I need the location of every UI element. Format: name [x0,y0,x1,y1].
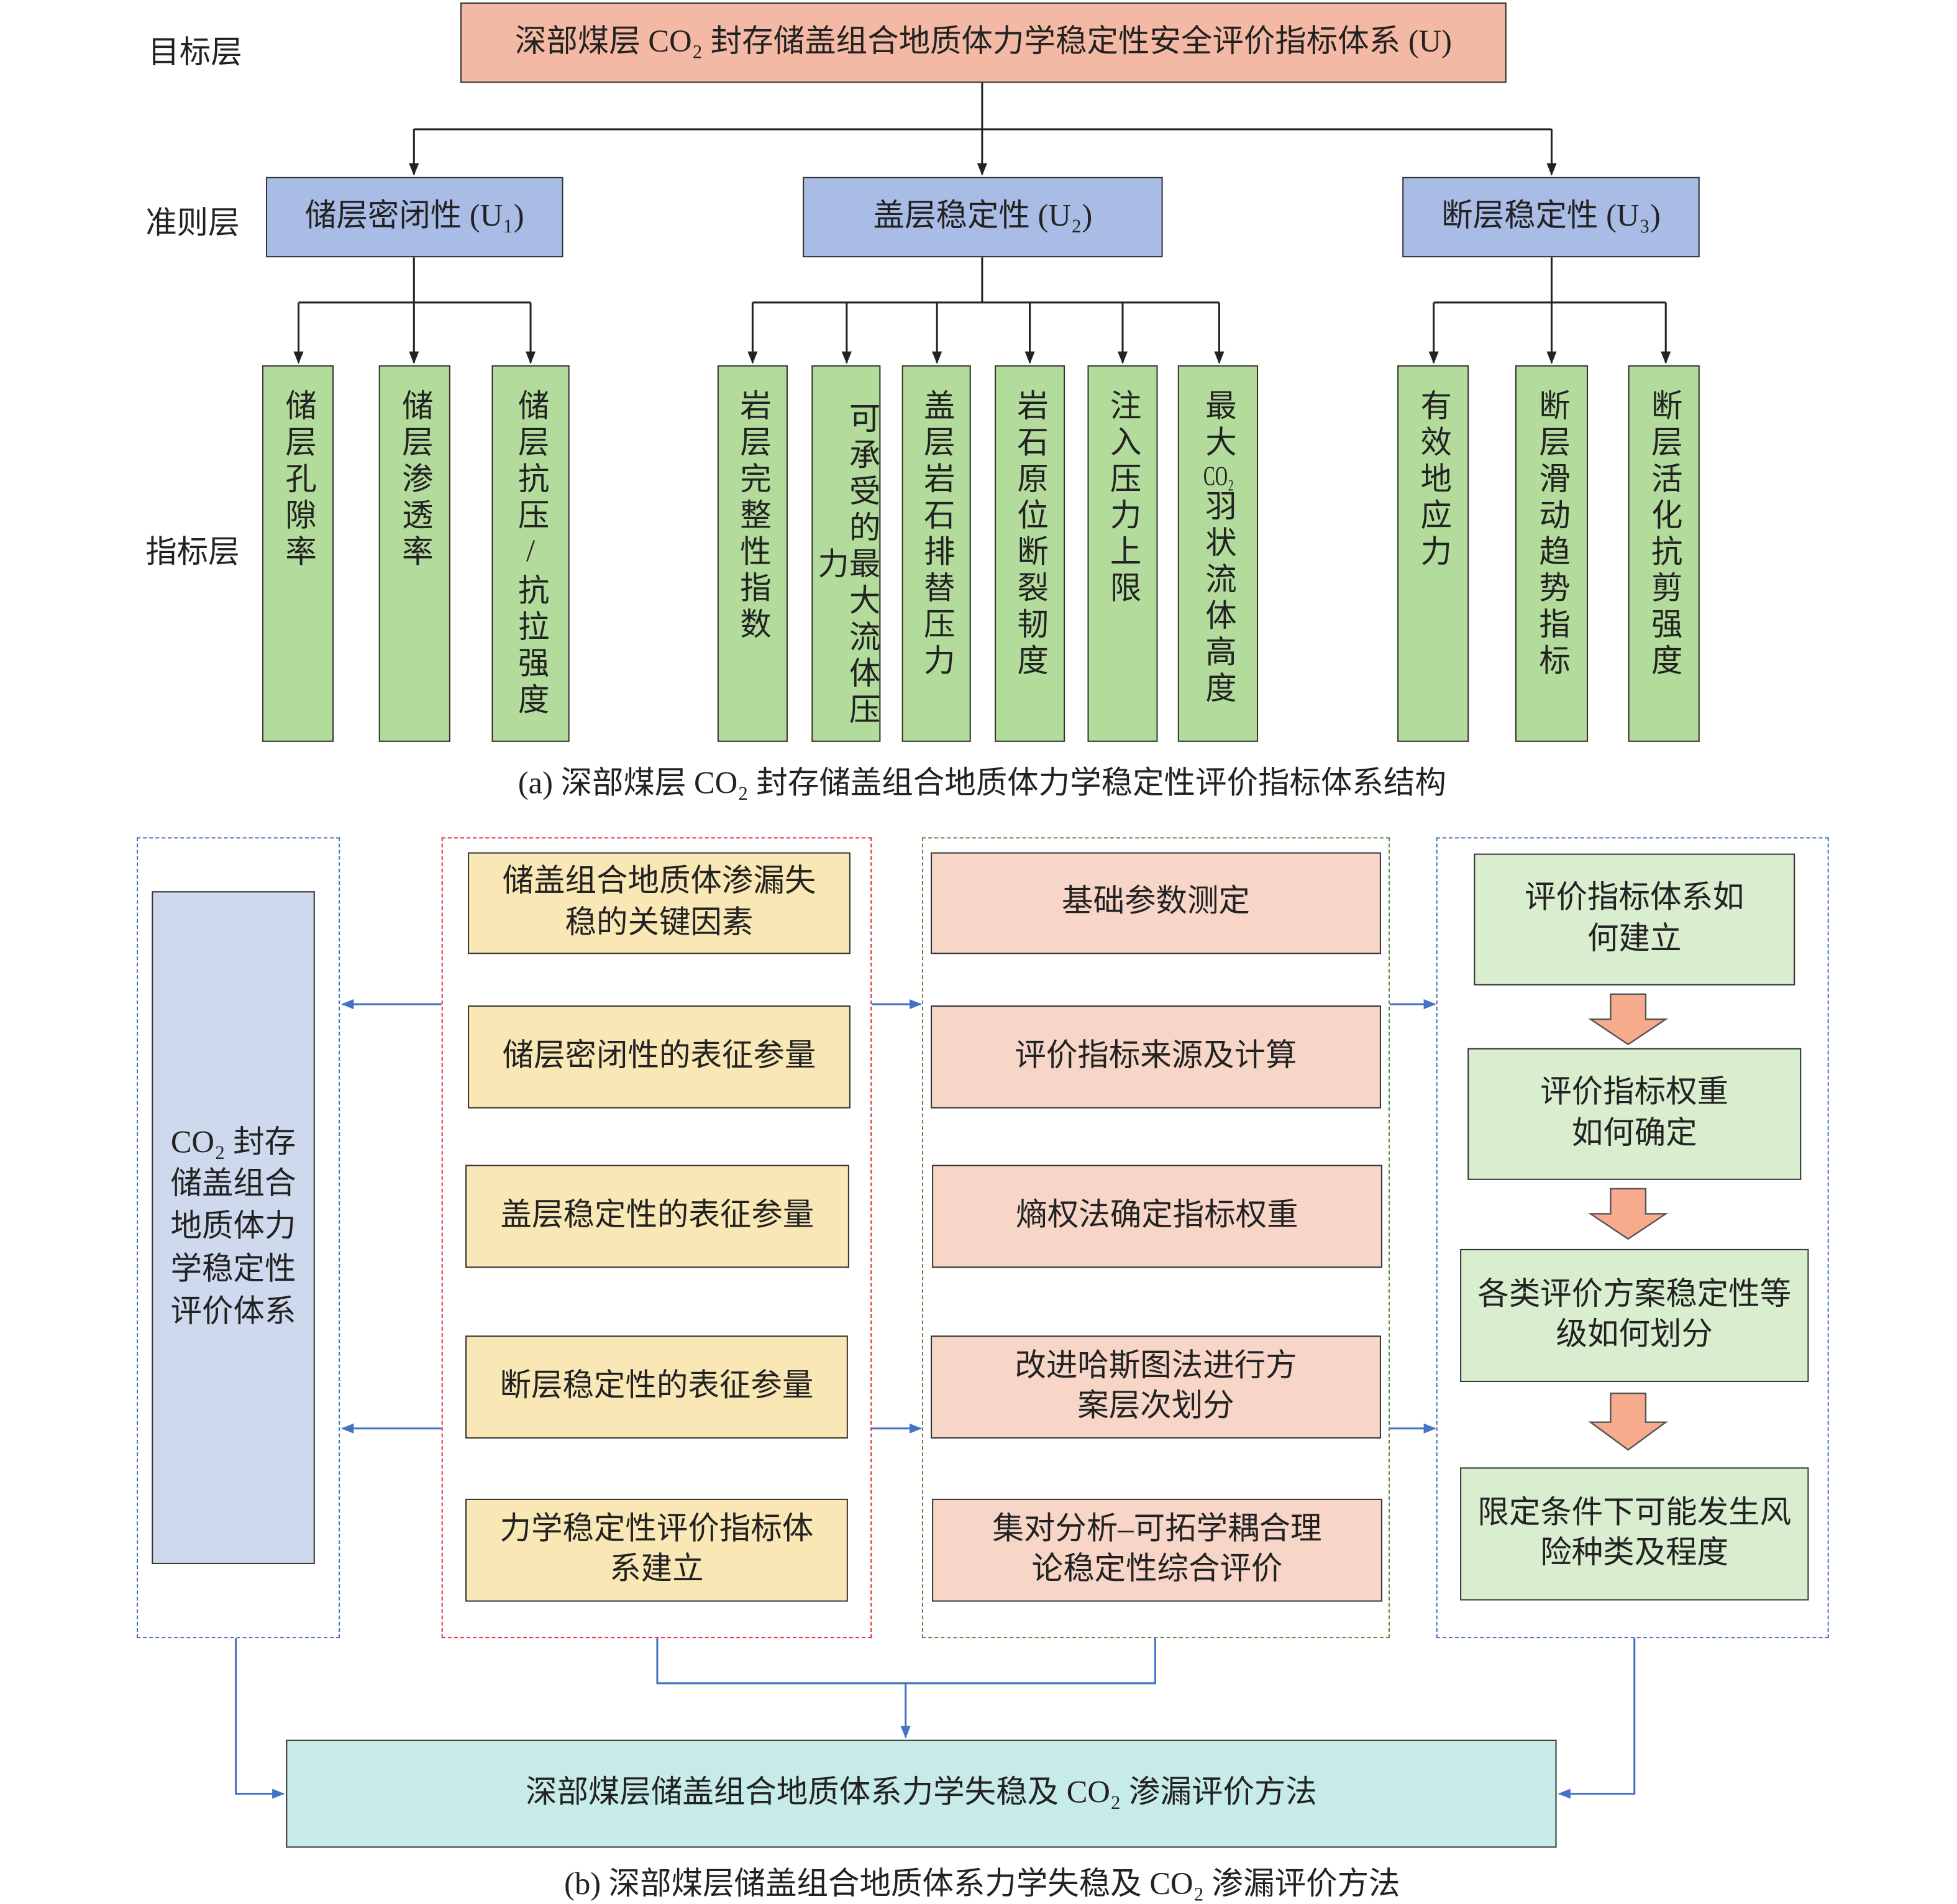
question-box: 评价指标体系如何建立 [1474,853,1795,986]
group-key-factors [441,837,872,1639]
indicator-box: 储层渗透率 [378,365,450,742]
method-box: 改进哈斯图法进行方案层次划分 [931,1335,1381,1439]
indicator-text: 羽状流体高度 [1201,489,1235,708]
criteria-u3: 断层稳定性 (U₃) [1402,176,1700,258]
question-box: 限定条件下可能发生风险种类及程度 [1460,1467,1809,1601]
layer-label-criteria: 准则层 [145,207,240,241]
key-factor-box: 储层密闭性的表征参量 [468,1005,851,1109]
question-box: 各类评价方案稳定性等级如何划分 [1460,1248,1809,1383]
key-factor-box: 储盖组合地质体渗漏失稳的关键因素 [468,852,851,954]
criteria-u1: 储层密闭性 (U₁) [266,176,563,258]
group-left [137,837,340,1639]
indicator-box: 岩石原位断裂韧度 [995,365,1065,742]
evaluation-system-box: CO₂ 封存储盖组合地质体力学稳定性评价体系 [152,891,315,1564]
indicator-box: 储层抗压/抗拉强度 [491,365,570,742]
indicator-box: 盖层岩石排替压力 [901,365,971,742]
method-box: 熵权法确定指标权重 [932,1165,1382,1268]
goal-box: 深部煤层 CO₂ 封存储盖组合地质体力学稳定性安全评价指标体系 (U) [460,2,1507,83]
indicator-text-co2: CO₂ [1203,462,1234,490]
key-factor-box: 力学稳定性评价指标体系建立 [465,1498,848,1602]
tree-lines [293,83,1671,364]
evaluation-method-box: 深部煤层储盖组合地质体系力学失稳及 CO₂ 渗漏评价方法 [286,1739,1557,1848]
indicator-box: 断层滑动趋势指标 [1515,365,1589,742]
group-questions [1436,837,1829,1639]
down-block-arrows [1588,993,1669,1451]
flow-lines [235,999,1636,1799]
caption-a: (a) 深部煤层 CO₂ 封存储盖组合地质体力学稳定性评价指标体系结构 [518,767,1446,801]
indicator-box: 注入压力上限 [1087,365,1158,742]
method-box: 基础参数测定 [931,852,1381,954]
criteria-u2: 盖层稳定性 (U₂) [803,176,1163,258]
key-factor-box: 断层稳定性的表征参量 [465,1335,848,1439]
indicator-box: 有效地应力 [1397,365,1469,742]
layer-label-indicator: 指标层 [145,536,240,570]
indicator-box: 岩层完整性指数 [717,365,788,742]
layer-label-goal: 目标层 [148,36,242,71]
question-box: 评价指标权重如何确定 [1467,1048,1802,1180]
indicator-box: 储层孔隙率 [262,365,334,742]
group-methods [921,837,1390,1639]
indicator-text: 最大 [1201,389,1235,462]
method-box: 集对分析–可拓学耦合理论稳定性综合评价 [932,1498,1382,1602]
caption-b: (b) 深部煤层储盖组合地质体系力学失稳及 CO₂ 渗漏评价方法 [564,1867,1400,1902]
method-box: 评价指标来源及计算 [931,1005,1381,1109]
key-factor-box: 盖层稳定性的表征参量 [465,1165,849,1268]
indicator-box: 可承受的最大流体压力 [811,365,881,742]
indicator-box: 断层活化抗剪强度 [1628,365,1700,742]
